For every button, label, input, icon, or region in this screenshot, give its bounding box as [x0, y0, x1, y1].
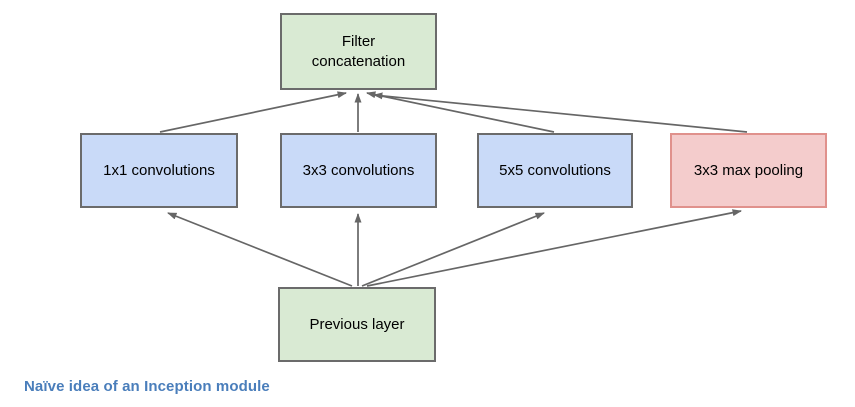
conv-1x1-label: 1x1 convolutions: [103, 161, 215, 179]
arrow-maxpool3x3-to-filter_concat: [373, 92, 748, 133]
arrow-conv1x1-to-filter_concat: [159, 91, 347, 133]
arrow-previous_layer-to-maxpool3x3: [366, 209, 742, 287]
filter-concatenation-box: Filter concatenation: [280, 13, 437, 90]
conv-3x3-label: 3x3 convolutions: [302, 161, 415, 179]
conv-5x5-box: 5x5 convolutions: [477, 133, 633, 208]
conv-5x5-label: 5x5 convolutions: [499, 161, 611, 179]
diagram-caption: Naïve idea of an Inception module: [24, 378, 270, 395]
previous-layer-label: Previous layer: [309, 315, 405, 333]
max-pooling-3x3-box: 3x3 max pooling: [670, 133, 827, 208]
arrow-previous_layer-to-conv1x1: [167, 212, 353, 287]
filter-concatenation-label: Filter concatenation: [311, 33, 406, 70]
max-pooling-3x3-label: 3x3 max pooling: [693, 161, 804, 179]
arrow-previous_layer-to-conv5x5: [361, 212, 545, 287]
arrow-conv5x5-to-filter_concat: [366, 91, 555, 133]
conv-3x3-box: 3x3 convolutions: [280, 133, 437, 208]
conv-1x1-box: 1x1 convolutions: [80, 133, 238, 208]
previous-layer-box: Previous layer: [278, 287, 436, 362]
